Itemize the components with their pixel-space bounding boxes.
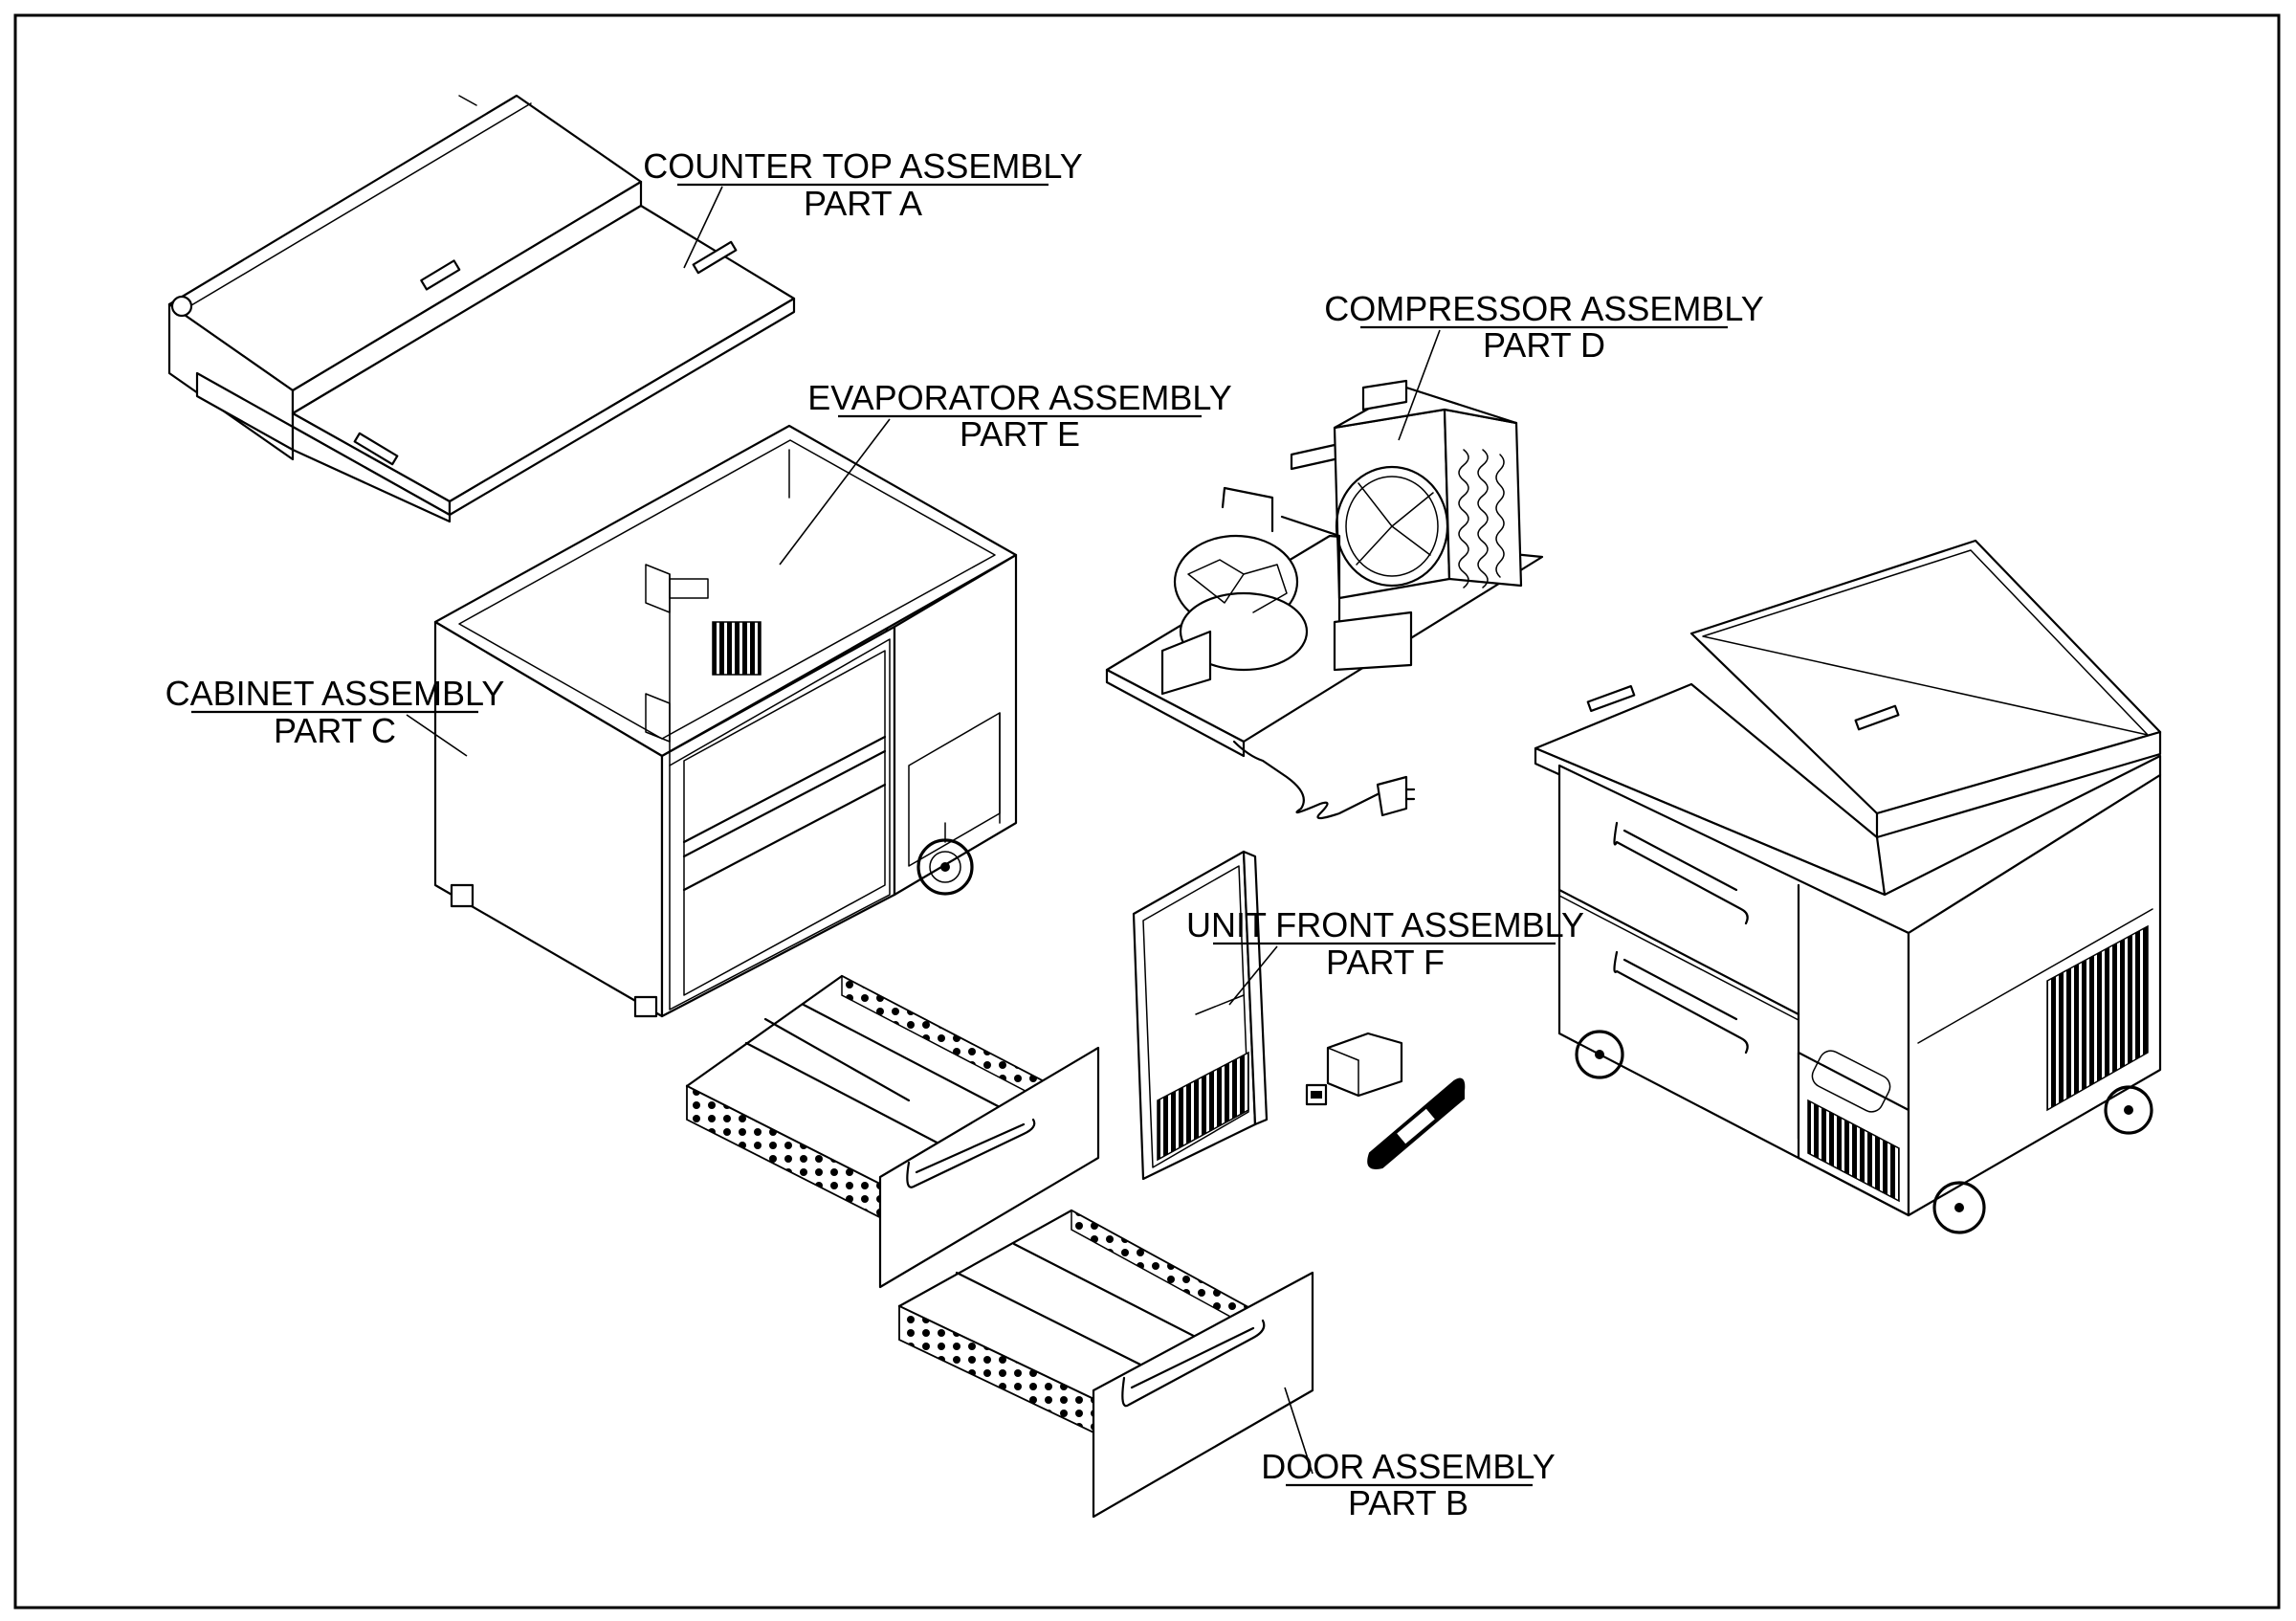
part-b-code: PART B xyxy=(1348,1483,1468,1522)
part-a-title: COUNTER TOP ASSEMBLY xyxy=(643,146,1082,186)
label-part-d: COMPRESSOR ASSEMBLY PART D xyxy=(1324,289,1764,441)
part-e-title: EVAPORATOR ASSEMBLY xyxy=(807,378,1231,417)
part-c-code: PART C xyxy=(274,711,396,750)
counter-top-assembly xyxy=(167,94,796,523)
part-a-code: PART A xyxy=(804,184,922,223)
door-assembly xyxy=(685,974,1314,1519)
part-e-code: PART E xyxy=(960,414,1080,454)
part-f-code: PART F xyxy=(1326,943,1445,982)
part-f-title: UNIT FRONT ASSEMBLY xyxy=(1186,905,1584,944)
label-part-e: EVAPORATOR ASSEMBLY PART E xyxy=(779,378,1232,566)
part-c-title: CABINET ASSEMBLY xyxy=(166,674,505,713)
label-part-f: UNIT FRONT ASSEMBLY PART F xyxy=(1186,905,1584,1006)
assembled-unit xyxy=(1534,539,2162,1234)
drawing-border xyxy=(13,13,2281,1610)
compressor-assembly xyxy=(1105,379,1544,820)
label-part-a: COUNTER TOP ASSEMBLY PART A xyxy=(643,146,1083,269)
part-d-code: PART D xyxy=(1483,325,1605,365)
label-part-c: CABINET ASSEMBLY PART C xyxy=(166,674,505,757)
cabinet-assembly xyxy=(433,424,1018,1018)
label-part-b: DOOR ASSEMBLY PART B xyxy=(1261,1387,1556,1522)
unit-front-assembly xyxy=(1132,850,1466,1181)
part-d-title: COMPRESSOR ASSEMBLY xyxy=(1324,289,1763,328)
